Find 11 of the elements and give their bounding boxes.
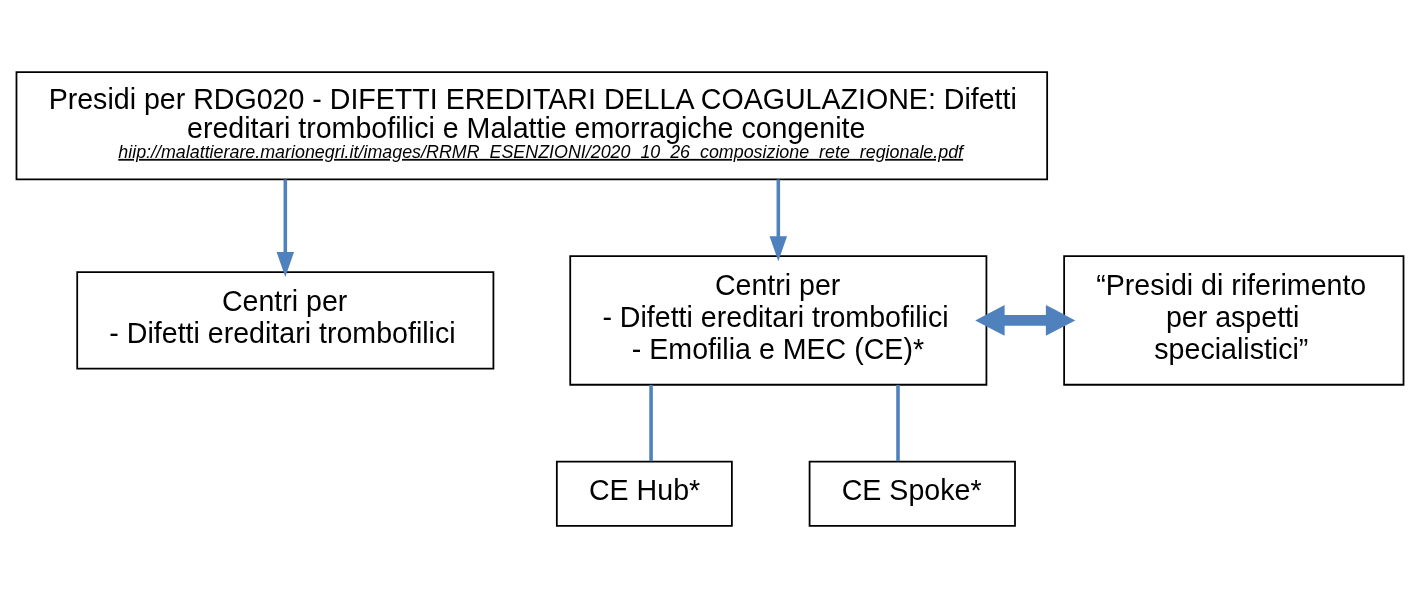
node-box: Presidi per RDG020 - DIFETTI EREDITARI DELLA COAGULAZIONE: Difetti ereditari trombofilici e Malattie emorragiche congenite hiip://malattierare.marionegri.it/images/RRMR_ESENZIONI/2020_10_26_composizione_rete_regionale.pdf (15, 70, 1049, 180)
connector (896, 384, 900, 461)
arrow (975, 304, 1076, 336)
node-box: CE Hub* (555, 460, 733, 527)
arrow (769, 178, 788, 261)
arrow (276, 178, 295, 277)
node-box: Centri per - Difetti ereditari trombofilici (76, 270, 495, 370)
node-box: Centri per - Difetti ereditari trombofilici - Emofilia e MEC (CE)* (569, 254, 988, 386)
connector (649, 384, 653, 461)
node-box: CE Spoke* (808, 460, 1016, 527)
node-box: “Presidi di riferimento per aspetti specialistici” (1063, 254, 1405, 386)
